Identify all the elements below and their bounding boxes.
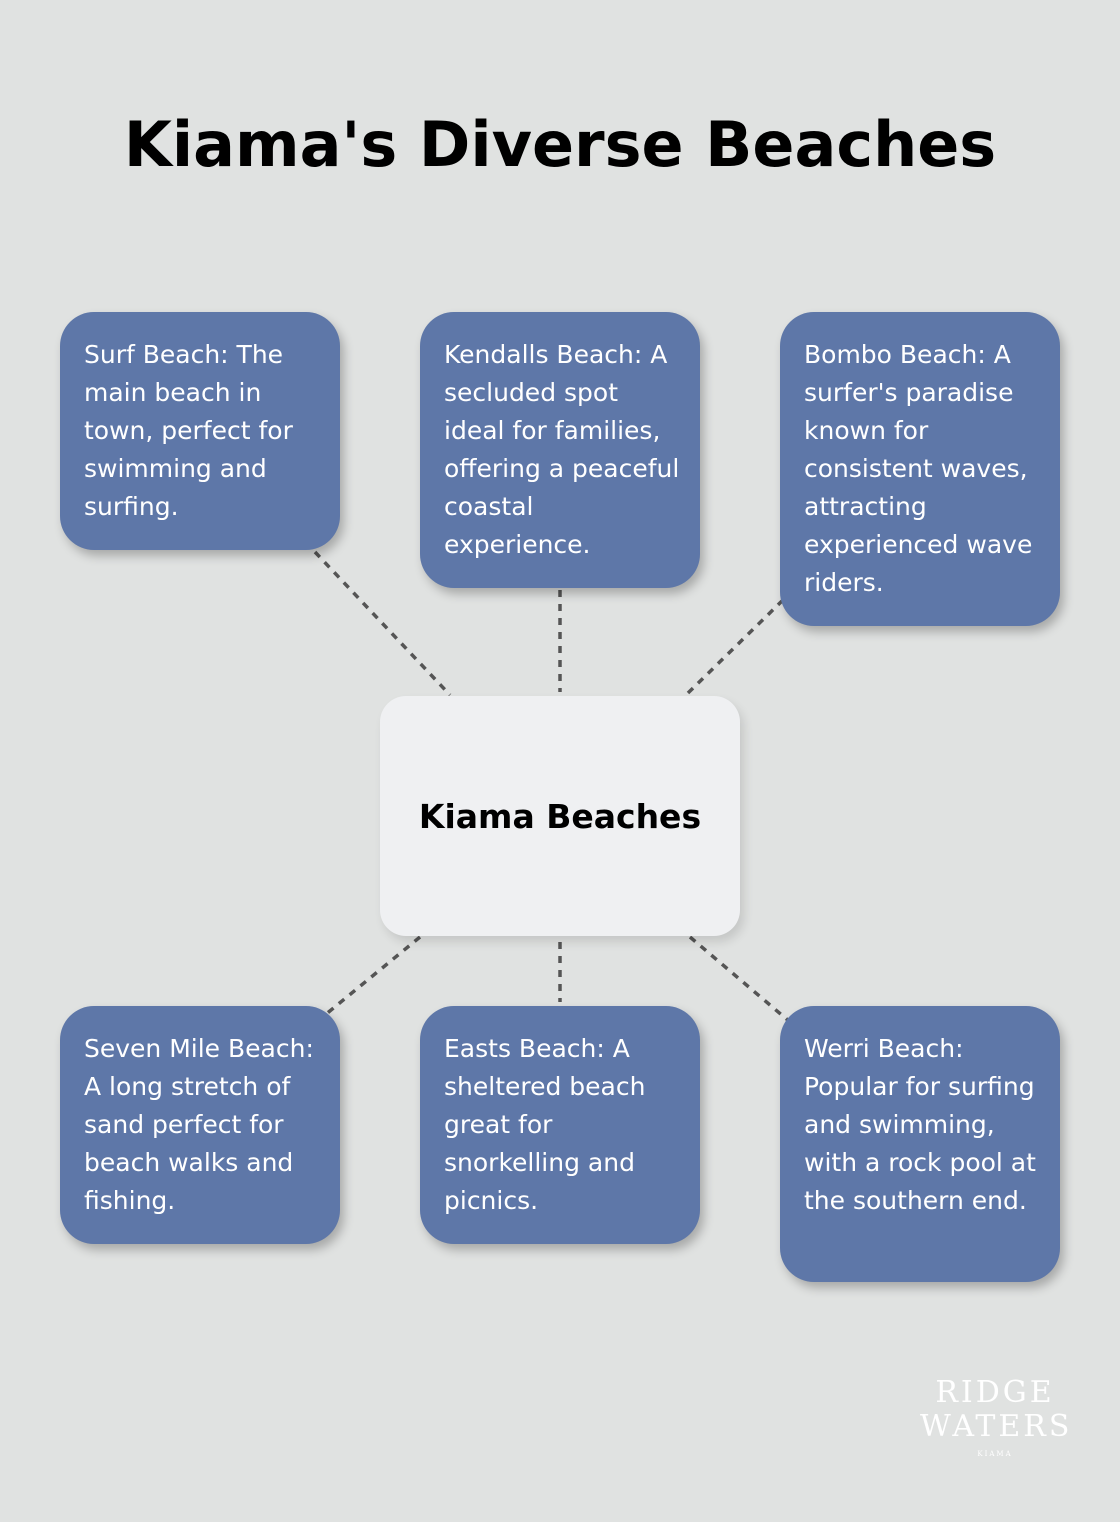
connector-surf [313,550,452,697]
ridge-waters-logo: RIDGE WATERS KIAMA [920,1375,1073,1459]
connector-werri [688,935,792,1024]
page-title: Kiama's Diverse Beaches [123,108,997,181]
node-easts-beach: Easts Beach: A sheltered beach great for… [420,1006,700,1244]
center-label: Kiama Beaches [418,796,702,836]
node-bombo-beach: Bombo Beach: A surfer's paradise known f… [780,312,1060,626]
logo-line-1: RIDGE [935,1375,1055,1410]
node-werri-beach: Werri Beach: Popular for surfing and swi… [780,1006,1060,1282]
connector-bombo [684,598,785,697]
logo-line-3: KIAMA [977,1450,1013,1458]
node-seven-mile-beach: Seven Mile Beach: A long stretch of sand… [60,1006,340,1244]
node-kendalls-beach: Kendalls Beach: A secluded spot ideal fo… [420,312,700,588]
node-surf-beach: Surf Beach: The main beach in town, perf… [60,312,340,550]
center-node: Kiama Beaches [380,696,740,936]
connector-seven-mile [323,935,422,1017]
logo-line-2: WATERS [920,1409,1073,1444]
